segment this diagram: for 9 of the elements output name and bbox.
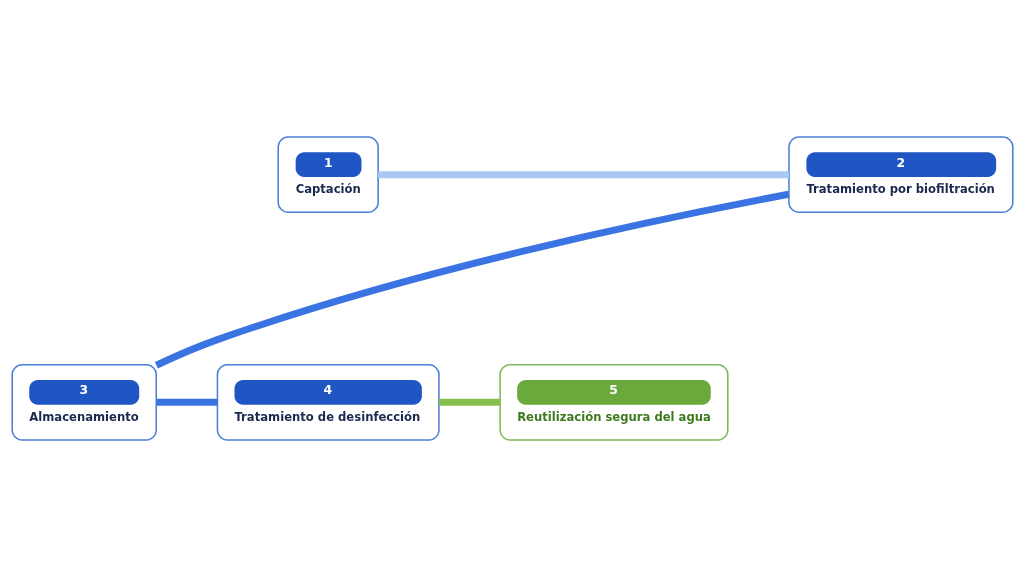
node-box: 2 Tratamiento por biofiltración: [787, 135, 1014, 213]
connector: [155, 398, 217, 406]
connector: [154, 190, 789, 368]
connector: [377, 170, 789, 178]
node-box: 3 Almacenamiento: [10, 363, 157, 441]
node-box: 5 Reutilización segura del agua: [498, 363, 729, 441]
node-box: 4 Tratamiento de desinfección: [216, 363, 440, 441]
connector: [438, 398, 500, 406]
node-box: 1 Captación: [276, 135, 379, 213]
